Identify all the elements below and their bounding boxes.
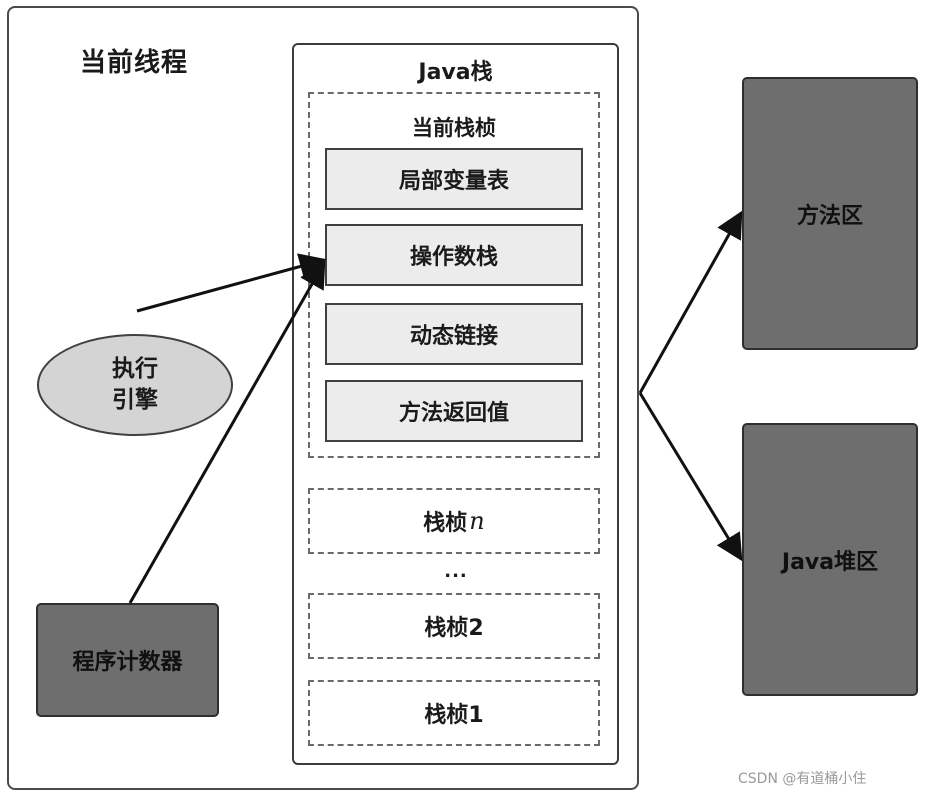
stack-frame-n-prefix: 栈桢: [423, 511, 468, 536]
execution-engine-line1: 执行: [112, 355, 158, 382]
local-variable-table: 局部变量表: [325, 148, 583, 210]
stack-frame-n-variable: n: [469, 507, 485, 535]
stack-to-heap-arrow: [638, 392, 743, 562]
operand-stack: 操作数栈: [325, 224, 583, 286]
execution-engine-line2: 引擎: [112, 387, 158, 413]
stack-frames-ellipsis: ...: [444, 561, 468, 582]
stack-frame-2: 栈桢2: [308, 593, 600, 659]
stack-to-method-area-arrow: [638, 210, 743, 394]
method-area: 方法区: [742, 77, 918, 350]
watermark-text: CSDN @有道桶小住: [738, 771, 867, 787]
dynamic-linking: 动态链接: [325, 303, 583, 365]
java-stack-title: Java栈: [418, 60, 493, 85]
method-return-value: 方法返回值: [325, 380, 583, 442]
stack-frame-1: 栈桢1: [308, 680, 600, 746]
java-heap: Java堆区: [742, 423, 918, 696]
current-thread-title: 当前线程: [80, 48, 189, 78]
execution-engine: 执行 引擎: [37, 334, 233, 436]
current-frame-title: 当前栈桢: [412, 116, 496, 140]
program-counter: 程序计数器: [36, 603, 219, 717]
